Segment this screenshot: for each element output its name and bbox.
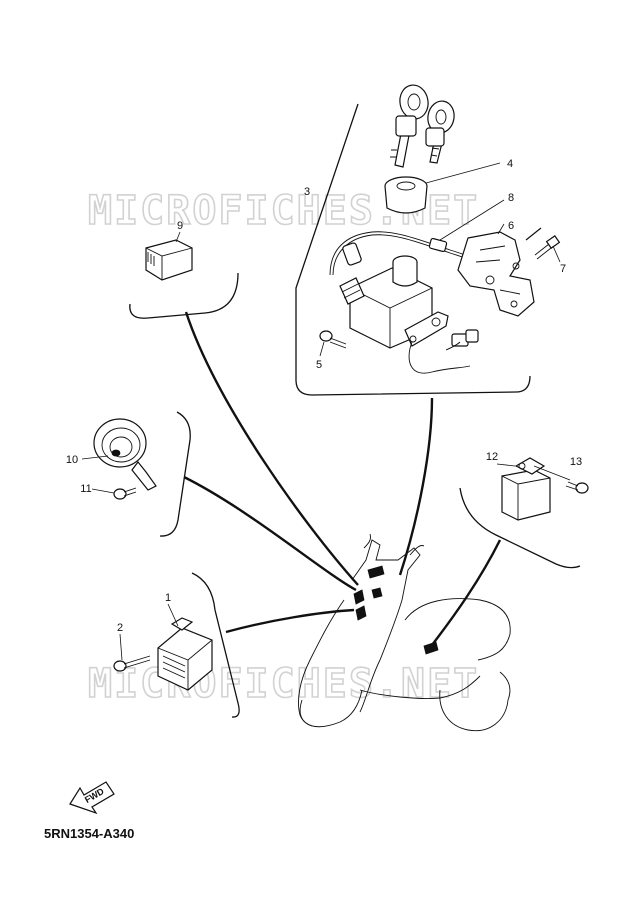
main-switch-body xyxy=(339,255,449,349)
callout-8: 8 xyxy=(508,192,514,204)
seat-lock-bracket xyxy=(457,231,535,317)
lock-cylinder-cap xyxy=(384,176,428,214)
link-line-rectifier xyxy=(225,608,355,634)
main-switch-wiring xyxy=(408,329,479,374)
link-line-cdi xyxy=(431,539,502,646)
bubble-main-switch xyxy=(295,103,531,396)
bubble-relay xyxy=(129,272,239,319)
callout-13: 13 xyxy=(570,456,582,468)
rectifier-regulator xyxy=(157,617,213,691)
callout-11: 11 xyxy=(80,483,91,495)
scooter-silhouette xyxy=(298,533,511,732)
callout-3: 3 xyxy=(304,186,310,198)
bolt-2 xyxy=(113,655,151,672)
callout-6: 6 xyxy=(508,220,514,232)
watermark-bottom: MICROFICHES.NET xyxy=(88,661,479,707)
forward-direction-arrow: FWD xyxy=(69,781,115,815)
screw-5 xyxy=(319,330,347,349)
callout-5: 5 xyxy=(316,359,322,371)
horn xyxy=(93,418,157,491)
bubble-cdi xyxy=(459,487,581,569)
bubble-rectifier xyxy=(191,572,240,718)
key-pair xyxy=(390,84,455,168)
bolt-13 xyxy=(565,481,589,494)
relay xyxy=(145,239,193,281)
diagram-code: 5RN1354-A340 xyxy=(44,826,134,841)
link-line-horn xyxy=(183,475,357,592)
bolt-11 xyxy=(113,487,137,500)
cdi-unit xyxy=(501,457,551,521)
callout-1: 1 xyxy=(165,592,171,604)
bolt-7 xyxy=(525,227,561,260)
callout-9: 9 xyxy=(177,220,183,232)
callout-10: 10 xyxy=(66,454,78,466)
callout-12: 12 xyxy=(486,451,498,463)
bubble-horn xyxy=(159,411,191,537)
callout-4: 4 xyxy=(507,158,513,170)
link-line-relay xyxy=(184,311,359,586)
callout-2: 2 xyxy=(117,622,123,634)
callout-7: 7 xyxy=(560,263,566,275)
link-line-main-switch xyxy=(398,397,434,576)
